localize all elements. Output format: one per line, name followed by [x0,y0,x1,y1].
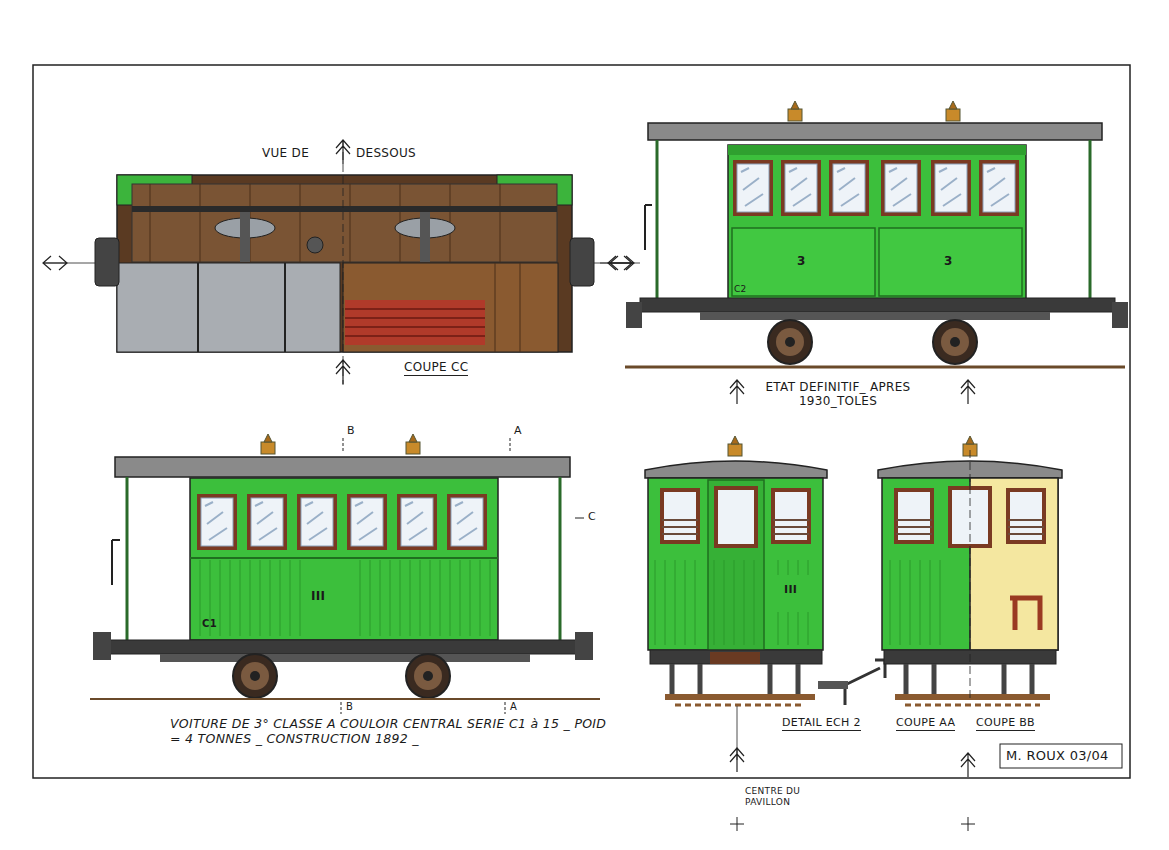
section-mark: B [346,701,353,713]
state-note: ETAT DEFINITIF_ APRES 1930_TOLES [752,380,924,409]
axis-note: CENTRE DU PAVILLON [745,786,807,808]
section-mark: A [514,424,522,437]
car-number: C2 [734,284,747,295]
class-number: 3 [944,254,953,268]
section-mark: C [588,510,596,523]
class-number: III [311,589,325,603]
section-label: COUPE BB [976,716,1035,731]
view-title: DESSOUS [356,146,416,160]
section-label: COUPE AA [896,716,955,731]
drawing-caption: VOITURE DE 3° CLASSE A COULOIR CENTRAL S… [170,716,615,746]
section-label: DETAIL ECH 2 [782,716,861,731]
section-label: COUPE CC [404,360,468,376]
author-signature: M. ROUX 03/04 [1006,748,1109,764]
section-mark: A [510,701,517,713]
car-number: C1 [202,618,217,630]
class-number: 3 [797,254,806,268]
view-title: VUE DE [262,146,309,160]
section-mark: B [347,424,355,437]
class-number: III [784,583,797,596]
